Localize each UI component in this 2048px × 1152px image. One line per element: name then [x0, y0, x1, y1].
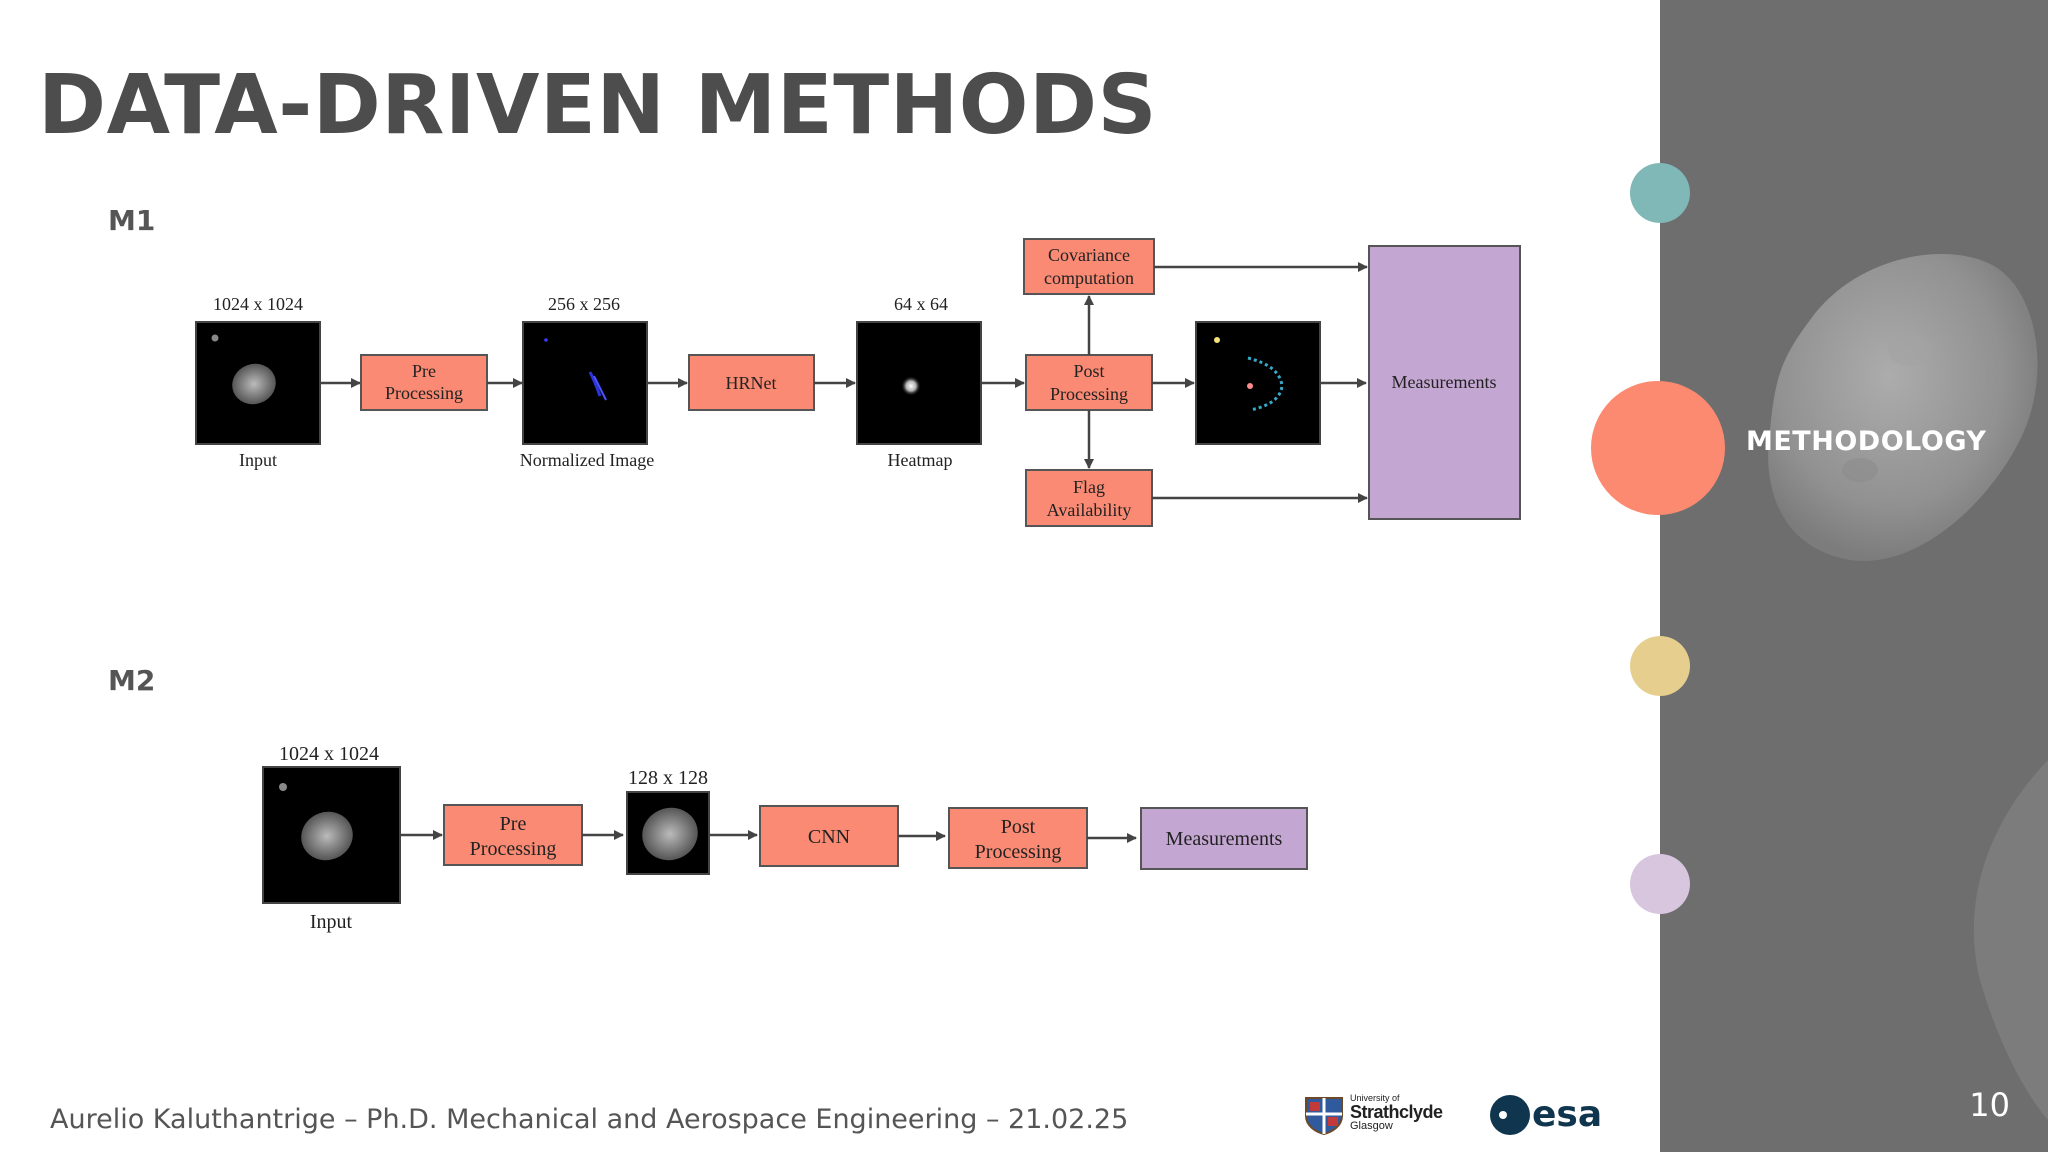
- pipeline-diagram: 1024 x 1024 Input Pre Processing 256 x 2…: [195, 238, 1521, 933]
- strathclyde-small-text: University of: [1350, 1093, 1400, 1103]
- m1-input-caption: Input: [239, 450, 277, 470]
- strathclyde-name: Strathclyde: [1350, 1102, 1443, 1122]
- m1-flag-line2: Availability: [1047, 500, 1132, 520]
- m1-measurements-box: Measurements: [1368, 245, 1521, 520]
- m1-flag-box: Flag Availability: [1025, 469, 1153, 527]
- m1-pre-line2: Processing: [385, 383, 463, 403]
- m2-pre-line1: Pre: [500, 813, 527, 835]
- m2-cropped-image: [626, 791, 710, 875]
- m1-output-image: [1195, 321, 1321, 445]
- m1-measurements-label: Measurements: [1392, 372, 1497, 392]
- slide-title: DATA-DRIVEN METHODS: [38, 58, 1158, 153]
- m1-input-image: [195, 321, 321, 445]
- m1-covariance-box: Covariance computation: [1023, 238, 1155, 295]
- m1-heatmap-image: [856, 321, 982, 445]
- m2-input-size: 1024 x 1024: [279, 743, 379, 765]
- timeline-dot-active: [1591, 381, 1725, 515]
- m2-pre-processing-box: Pre Processing: [443, 804, 583, 866]
- footer-text: Aurelio Kaluthantrige – Ph.D. Mechanical…: [50, 1104, 1129, 1135]
- sidebar-panel: [1660, 0, 2048, 1152]
- m1-normalized-image: [522, 321, 648, 445]
- m1-hrnet-box: HRNet: [688, 354, 815, 411]
- m2-measurements-label: Measurements: [1166, 828, 1283, 850]
- m1-normalized-caption: Normalized Image: [520, 450, 654, 470]
- esa-wordmark: esa: [1532, 1094, 1602, 1135]
- m1-heatmap-caption: Heatmap: [888, 450, 953, 470]
- m2-label: M2: [108, 664, 156, 697]
- section-name: METHODOLOGY: [1746, 426, 1987, 457]
- m1-cov-line2: computation: [1044, 268, 1134, 288]
- m2-measurements-box: Measurements: [1140, 807, 1308, 870]
- timeline-dot-teal: [1630, 163, 1690, 223]
- m1-input-size: 1024 x 1024: [213, 294, 303, 314]
- esa-logo: esa: [1488, 1092, 1606, 1138]
- m1-pre-line1: Pre: [412, 361, 436, 381]
- m2-input-caption: Input: [310, 911, 353, 933]
- m1-normalized-size: 256 x 256: [548, 294, 620, 314]
- m2-post-line2: Processing: [975, 841, 1062, 863]
- esa-emblem-icon: [1490, 1095, 1530, 1135]
- timeline-dot-purple: [1630, 854, 1690, 914]
- crest-icon: [1305, 1097, 1343, 1136]
- m1-flag-line1: Flag: [1073, 477, 1105, 497]
- strathclyde-city: Glasgow: [1350, 1120, 1393, 1132]
- m2-pre-line2: Processing: [470, 838, 557, 860]
- m1-post-processing-box: Post Processing: [1025, 354, 1153, 411]
- m1-post-line1: Post: [1073, 361, 1104, 381]
- strathclyde-logo: University of Strathclyde Glasgow: [1302, 1092, 1443, 1138]
- m2-post-processing-box: Post Processing: [948, 807, 1088, 869]
- m2-post-line1: Post: [1001, 816, 1036, 838]
- m1-cov-line1: Covariance: [1048, 245, 1130, 265]
- asteroid-illustration: [1768, 254, 2048, 1120]
- m2-cnn-label: CNN: [808, 826, 850, 848]
- m1-post-line2: Processing: [1050, 384, 1128, 404]
- page-number: 10: [1969, 1086, 2010, 1124]
- esa-emblem-dot-icon: [1499, 1111, 1507, 1119]
- m2-crop-size: 128 x 128: [628, 767, 708, 789]
- m1-hrnet-label: HRNet: [726, 373, 777, 393]
- m2-cnn-box: CNN: [759, 805, 899, 867]
- m1-heatmap-size: 64 x 64: [894, 294, 948, 314]
- m1-pre-processing-box: Pre Processing: [360, 354, 488, 411]
- m2-input-image: [262, 766, 401, 904]
- timeline-dot-yellow: [1630, 636, 1690, 696]
- m1-label: M1: [108, 204, 156, 237]
